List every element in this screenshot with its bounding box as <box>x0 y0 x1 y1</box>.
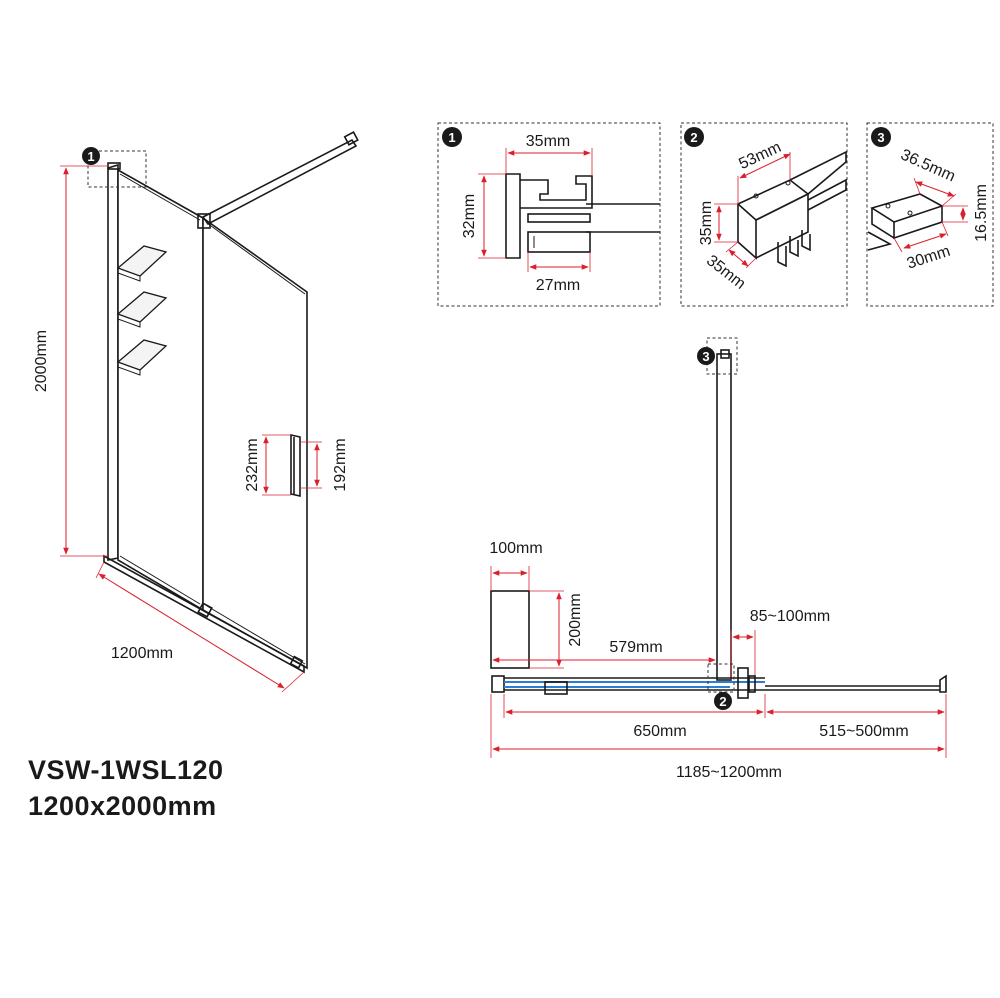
fixed-glass-panel <box>117 168 204 612</box>
plan-579-label: 579mm <box>609 639 662 656</box>
detail-3-badge: 3 <box>871 127 891 147</box>
detail-3: 3 36.5mm 16.5mm 30mm <box>866 122 994 307</box>
detail-2-depth-label: 35mm <box>703 252 748 293</box>
plan-badge-3: 3 <box>697 347 715 365</box>
height-label: 2000mm <box>33 330 50 392</box>
handle-dimension-outer <box>262 434 291 496</box>
detail-1-callout-box <box>87 150 147 188</box>
detail-3-length-label: 36.5mm <box>898 146 958 185</box>
detail-3-width-label: 30mm <box>905 243 953 273</box>
bar-end-cap <box>867 193 944 251</box>
main-badge-1: 1 <box>82 147 100 165</box>
plan-total-label: 1185~1200mm <box>676 764 782 781</box>
width-label: 1200mm <box>111 645 173 662</box>
plan-offset-label: 85~100mm <box>750 608 831 625</box>
svg-text:1: 1 <box>448 130 455 145</box>
svg-text:3: 3 <box>702 349 709 364</box>
handle-outer-label: 232mm <box>244 438 261 491</box>
model-number: VSW-1WSL120 <box>28 755 224 785</box>
detail-3-frame <box>866 122 994 307</box>
detail-1-inner-label: 27mm <box>536 277 580 294</box>
detail-2-frame <box>680 122 848 307</box>
detail-1-badge: 1 <box>442 127 462 147</box>
detail-3-height-label: 16.5mm <box>973 184 990 242</box>
detail-1-height-label: 32mm <box>461 194 478 238</box>
detail-2-height-label: 35mm <box>698 201 715 245</box>
svg-text:3: 3 <box>877 130 884 145</box>
handle-dimension-inner <box>300 441 322 489</box>
svg-text:1: 1 <box>87 149 94 164</box>
plan-515-label: 515~500mm <box>819 723 908 740</box>
main-view: 1 2000mm 1200mm 232mm 192mm <box>33 131 359 693</box>
wall-profile-section <box>505 173 660 259</box>
stabilizer-bar <box>197 131 359 229</box>
plan-stabilizer-bar <box>706 337 738 681</box>
detail-2: 2 53mm 35mm 35mm <box>680 122 848 307</box>
plan-panel-width-label: 100mm <box>489 540 542 557</box>
svg-text:2: 2 <box>719 694 726 709</box>
detail-1-width-label: 35mm <box>526 133 570 150</box>
detail-2-badge: 2 <box>684 127 704 147</box>
detail-1-frame <box>437 122 661 307</box>
shelves <box>116 245 168 376</box>
height-dimension <box>60 165 108 557</box>
plan-rails <box>491 663 947 699</box>
handle-inner-label: 192mm <box>332 438 349 491</box>
width-dimension <box>95 561 305 693</box>
handle <box>290 434 301 497</box>
plan-view: 3 100mm 200mm 579mm 85~100mm <box>489 337 947 781</box>
plan-badge-2: 2 <box>714 692 732 710</box>
product-size: 1200x2000mm <box>28 791 217 821</box>
detail-1: 1 35mm 32mm 27mm <box>437 122 661 307</box>
connector-block <box>736 150 847 268</box>
svg-text:2: 2 <box>690 130 697 145</box>
plan-650-label: 650mm <box>633 723 686 740</box>
plan-panel <box>490 590 530 669</box>
plan-panel-height-label: 200mm <box>567 593 584 646</box>
